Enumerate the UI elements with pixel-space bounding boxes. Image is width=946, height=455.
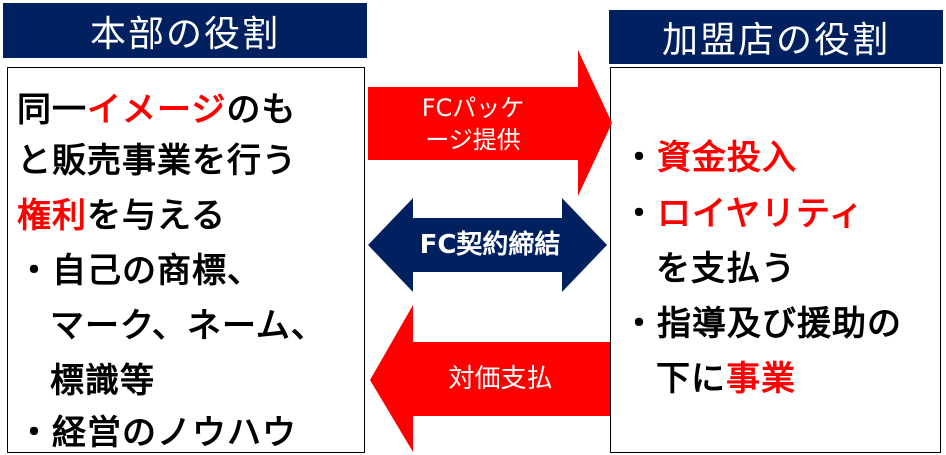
franchisee-line-5: 下に事業 <box>656 351 796 400</box>
headquarters-line-2: と販売事業を行う <box>17 133 297 182</box>
headquarters-role-header: 本部の役割 <box>3 3 367 58</box>
franchisee-line-1: ・資金投入 <box>622 130 797 179</box>
text-segment: を与える <box>87 196 226 236</box>
highlight-image: イメージ <box>87 90 227 130</box>
bullet: ・ <box>622 138 657 178</box>
payment-arrow-label: 対価支払 <box>448 364 553 394</box>
headquarters-line-4: ・自己の商標、 <box>17 243 262 292</box>
text-segment: ・経営のノウハウ <box>17 413 297 453</box>
payment-arrow-left <box>370 305 610 452</box>
headquarters-line-7: ・経営のノウハウ <box>17 405 297 454</box>
text-segment: 同一 <box>17 90 87 130</box>
text-segment: のも <box>226 90 297 130</box>
package-arrow-label-line1: FCパッケ <box>421 94 525 122</box>
text-segment: と販売事業を行う <box>17 141 297 181</box>
headquarters-line-6: 標識等 <box>50 353 155 402</box>
highlight-business: 事業 <box>726 359 796 399</box>
contract-double-arrow <box>368 198 607 292</box>
text-segment: ・指導及び援助の <box>622 304 902 344</box>
text-segment: マーク、ネーム、 <box>50 306 326 346</box>
package-arrow-label-line2: ージ提供 <box>425 126 521 154</box>
franchisee-role-box <box>610 67 941 453</box>
text-segment: ・自己の商標、 <box>17 251 262 291</box>
franchisee-line-2: ・ロイヤリティ <box>622 186 864 235</box>
package-arrow-right <box>368 50 612 196</box>
highlight-capital: 資金投入 <box>657 138 797 178</box>
text-segment: を支払う <box>656 249 796 289</box>
franchisee-line-4: ・指導及び援助の <box>622 296 902 345</box>
contract-arrow-label: FC契約締結 <box>419 230 561 260</box>
highlight-rights: 権利 <box>17 196 87 236</box>
headquarters-line-5: マーク、ネーム、 <box>50 298 326 347</box>
bullet: ・ <box>622 194 657 234</box>
headquarters-role-title: 本部の役割 <box>89 13 280 55</box>
headquarters-line-3: 権利を与える <box>17 188 226 237</box>
highlight-royalty: ロイヤリティ <box>657 194 864 234</box>
franchisee-line-3: を支払う <box>656 241 796 290</box>
headquarters-role-box <box>7 67 365 453</box>
franchisee-role-title: 加盟店の役割 <box>661 20 890 61</box>
text-segment: 標識等 <box>50 361 155 401</box>
franchisee-role-header: 加盟店の役割 <box>609 10 943 64</box>
headquarters-line-1: 同一イメージのも <box>17 82 296 131</box>
text-segment: 下に <box>656 359 726 399</box>
package-arrow-label: FCパッケ ージ提供 <box>368 92 578 156</box>
